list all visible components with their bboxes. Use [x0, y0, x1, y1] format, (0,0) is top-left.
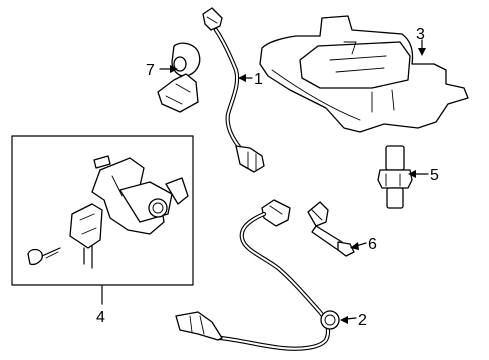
callout-2: 2 [358, 312, 367, 329]
callout-3: 3 [416, 26, 425, 43]
part-7-knock-sensor[interactable] [157, 42, 201, 113]
callout-5: 5 [430, 167, 439, 184]
part-6-fuse[interactable] [307, 201, 355, 257]
callout-1: 1 [254, 71, 263, 88]
leader-lines [159, 39, 429, 324]
callout-6: 6 [368, 236, 377, 253]
part-4-box [11, 135, 194, 286]
callout-4: 4 [96, 309, 105, 326]
callout-7: 7 [146, 62, 155, 79]
part-2-oxygen-sensor-lower[interactable] [175, 199, 340, 351]
part-1-oxygen-sensor-upper[interactable] [202, 7, 265, 173]
callout-labels: 1 2 3 4 5 6 7 [96, 26, 439, 329]
part-3-canister[interactable] [259, 15, 469, 133]
part-5-valve[interactable] [377, 145, 413, 209]
part-4-solenoid-kit[interactable] [11, 135, 194, 305]
